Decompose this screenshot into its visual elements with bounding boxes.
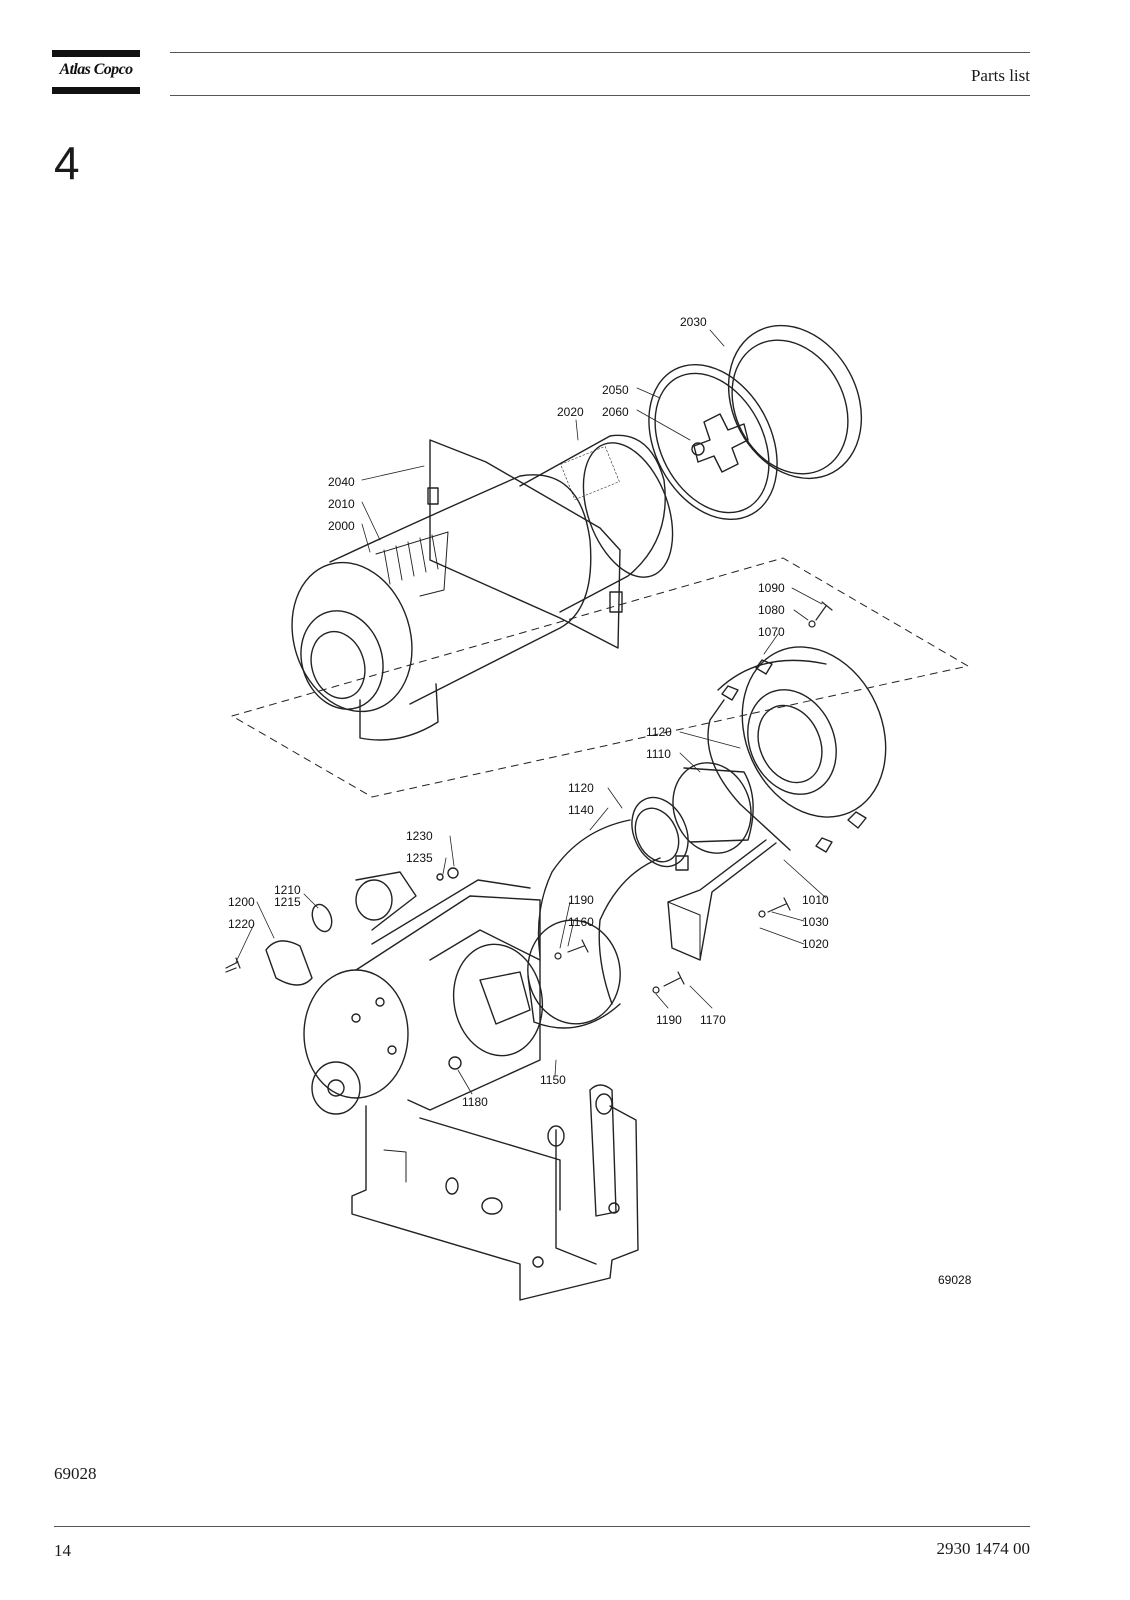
- callout-label: 1235: [406, 851, 433, 865]
- callout-label: 1190: [568, 893, 594, 907]
- header-rule-top: [170, 52, 1030, 53]
- elbow-hose: [527, 819, 661, 1029]
- callout-label: 1210: [274, 883, 301, 897]
- callout-label: 1180: [462, 1095, 488, 1109]
- callout-label: 2000: [328, 519, 355, 533]
- drawing-number-label: 69028: [938, 1273, 972, 1287]
- callout-label: 1090: [758, 581, 785, 595]
- document-number: 2930 1474 00: [936, 1539, 1031, 1558]
- page-number: 14: [54, 1541, 71, 1560]
- callout-label: 1120: [568, 781, 594, 795]
- compressor-element: [303, 871, 544, 1115]
- callout-label: 1190: [656, 1013, 682, 1027]
- callout-label: 1070: [758, 625, 785, 639]
- atlas-copco-logo: Atlas Copco: [52, 50, 140, 94]
- section-number: 4: [54, 137, 80, 189]
- callout-label: 1110: [646, 747, 671, 761]
- page-title: Parts list: [970, 66, 1030, 85]
- callout-label: 1170: [700, 1013, 726, 1027]
- filter-element: [519, 434, 674, 613]
- callout-label: 2040: [328, 475, 355, 489]
- callout-label: 1230: [406, 829, 433, 843]
- o-ring: [311, 903, 333, 933]
- footer-rule: [54, 1526, 1030, 1527]
- cover-plate: [265, 940, 313, 986]
- frame-support: [351, 1084, 639, 1301]
- plug: [448, 1056, 462, 1070]
- callout-label: 1150: [540, 1073, 566, 1087]
- callout-label: 1030: [802, 915, 829, 929]
- logo-bar-top: [52, 50, 140, 57]
- logo-wordmark: Atlas Copco: [59, 61, 134, 78]
- callout-label: 2020: [557, 405, 584, 419]
- callout-label: 1220: [228, 917, 255, 931]
- callout-label: 2060: [602, 405, 629, 419]
- callout-label: 1200: [228, 895, 255, 909]
- callout-label: 2030: [680, 315, 707, 329]
- clamp-ring: [631, 796, 689, 871]
- callout-label: 1140: [568, 803, 594, 817]
- inlet-casing: [667, 646, 887, 961]
- inlet-cartridge: [672, 762, 754, 854]
- callout-label: 2050: [602, 383, 629, 397]
- leader-lines: [235, 329, 827, 1095]
- mounting-plate: [429, 439, 621, 649]
- plate-clip-2: [427, 487, 439, 505]
- filter-cover-ring: [727, 324, 863, 480]
- callout-label: 1020: [802, 937, 829, 951]
- assembly-dashed-outline: [231, 557, 969, 798]
- filter-end-cap: [648, 363, 778, 521]
- callout-label: 2010: [328, 497, 355, 511]
- bolts: [225, 601, 833, 994]
- header-rule-bottom: [170, 95, 1030, 96]
- filter-housing: [291, 474, 592, 741]
- callout-labels: 2030 2050 2020 2060 2040 2010 2000 1090 …: [228, 315, 972, 1287]
- callout-label: 1160: [568, 915, 594, 929]
- fitting: [447, 867, 459, 879]
- plate-clip: [609, 591, 623, 613]
- callout-label: 1080: [758, 603, 785, 617]
- logo-bar-bottom: [52, 87, 140, 94]
- callout-label: 1215: [274, 895, 301, 909]
- figure-reference: 69028: [54, 1464, 97, 1483]
- callout-label: 1010: [802, 893, 829, 907]
- callout-label: 1120: [646, 725, 672, 739]
